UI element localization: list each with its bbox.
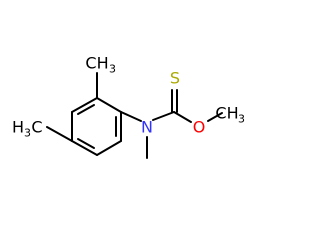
methyl-left-subscript: 3 (24, 127, 31, 140)
methyl-group-left: H 3 C (12, 118, 43, 140)
atom-oxygen: O (193, 118, 206, 137)
methyl-group-right: CH 3 (215, 104, 245, 126)
bond-ring-to-methyl-left (46, 126, 73, 142)
bonds (46, 72, 223, 159)
atom-nitrogen: N (141, 118, 153, 137)
methyl-top-subscript: 3 (109, 63, 116, 76)
ring-bond-c4-c5 (71, 140, 98, 156)
methyl-top-ch: CH (85, 54, 108, 73)
ring-bond-c3-c4 (96, 140, 122, 156)
methyl-left-h: H (12, 118, 24, 137)
chemical-structure-diagram: S N O CH 3 H 3 C CH 3 (12, 54, 245, 159)
atom-labels: S N O CH 3 H 3 C CH 3 (12, 54, 245, 140)
bond-nitrogen-to-carbon (152, 111, 175, 121)
methyl-right-ch: CH (215, 104, 238, 123)
bond-ring-to-nitrogen (120, 111, 142, 122)
methyl-group-top: CH 3 (85, 54, 116, 76)
methyl-left-c: C (31, 118, 42, 137)
ring-double-bond-inner-3 (77, 104, 95, 115)
bond-carbon-to-oxygen (173, 111, 192, 123)
atom-sulfur: S (170, 69, 180, 88)
bond-oxygen-to-methyl (207, 112, 223, 122)
ring-bond-c1-c2 (96, 97, 122, 113)
ring-double-bond-inner-2 (77, 138, 95, 149)
ring-bond-c6-c1 (71, 97, 98, 113)
methyl-right-subscript: 3 (238, 113, 245, 126)
